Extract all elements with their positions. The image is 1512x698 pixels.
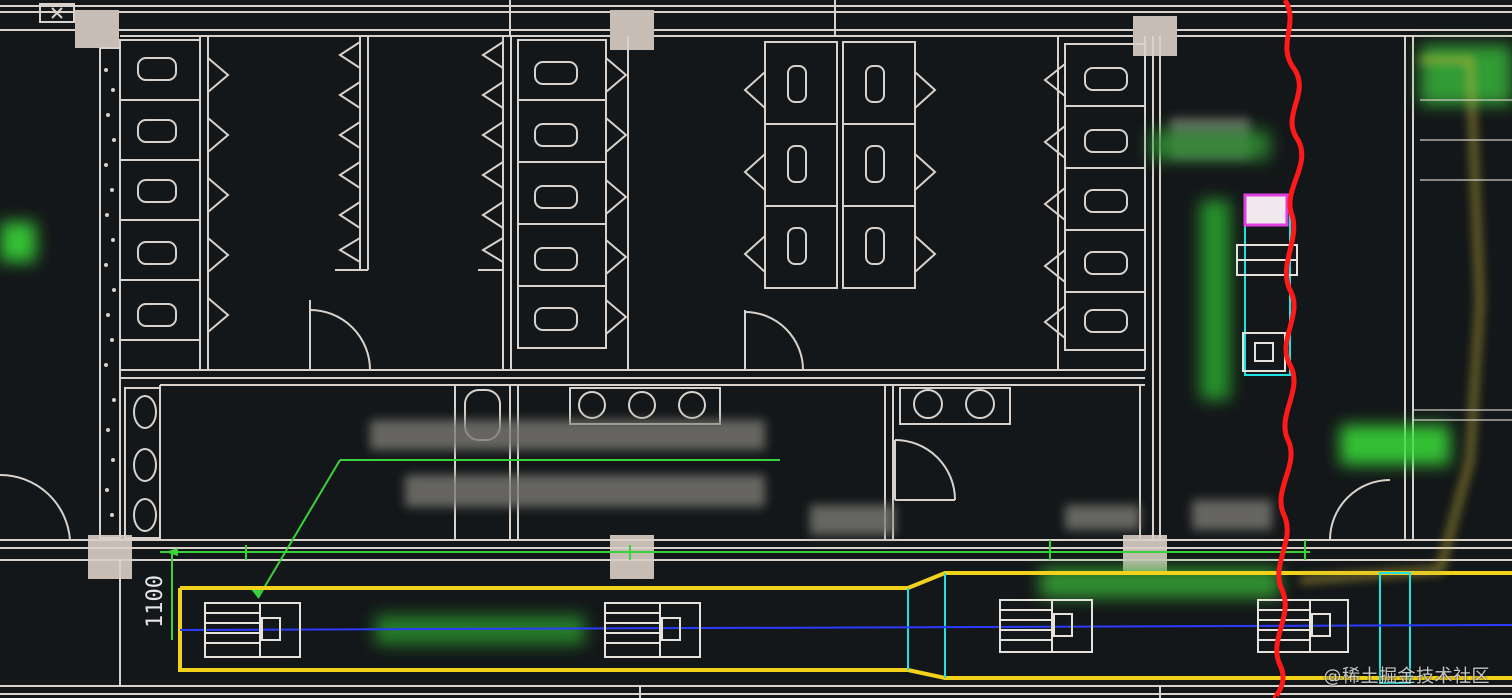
blue-center-line [179,624,1512,631]
green-ticks [165,548,262,598]
urinals [335,41,504,271]
stalls-center [743,41,937,289]
stalls-left [119,39,230,341]
top-walls [0,5,1512,37]
blurred-green-areas [0,45,1512,645]
door-swings [0,309,1391,541]
grid-marker [39,3,75,23]
watermark: @稀土掘金技术社区 [1323,666,1490,687]
stalls-right [1043,43,1146,351]
yellow-blur [1299,57,1484,583]
stalls-middle [517,39,628,349]
right-lines [1413,99,1512,421]
dimension-label: 1100 [143,575,168,628]
red-break-line [1272,0,1305,698]
blurred-annotations [370,118,1272,535]
diffusers [204,599,1349,658]
green-dimension-lines [160,459,1310,640]
